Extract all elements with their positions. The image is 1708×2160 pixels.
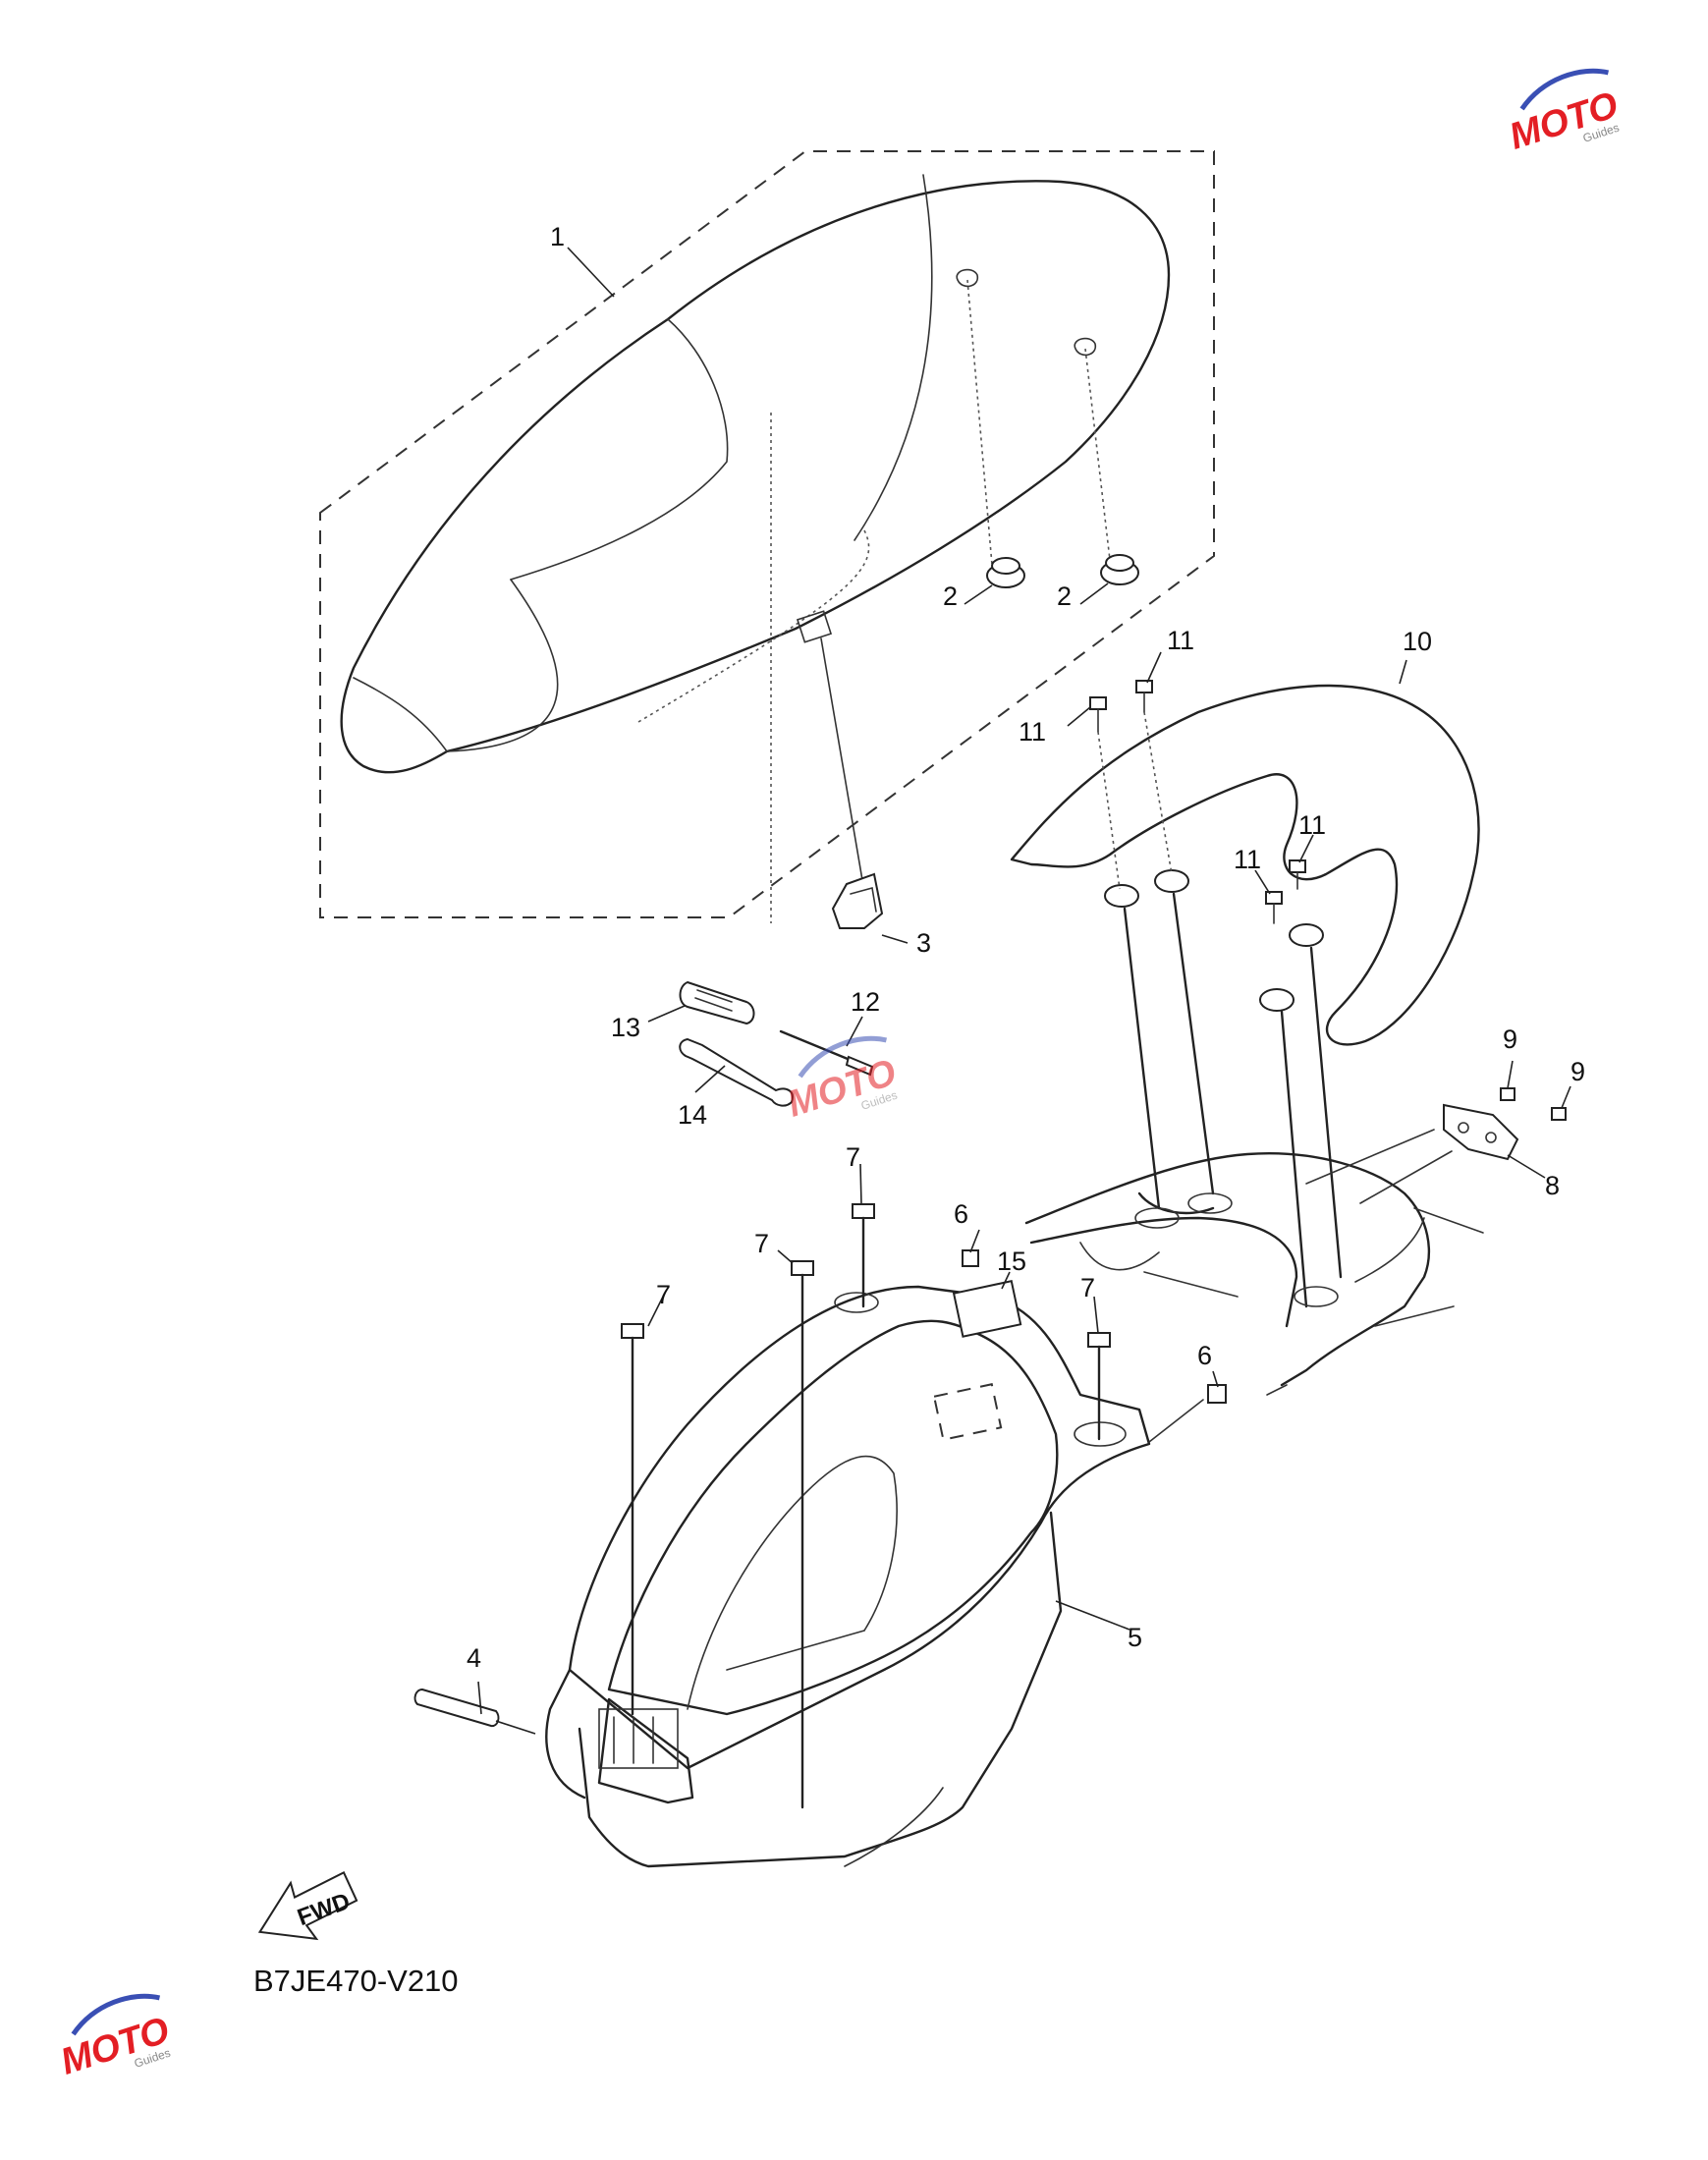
svg-text:MOTO: MOTO xyxy=(1505,84,1624,158)
callout-11-b: 11 xyxy=(1167,626,1194,655)
svg-text:MOTO: MOTO xyxy=(56,2010,175,2083)
callout-11-c: 11 xyxy=(1234,845,1261,874)
diagram-code: B7JE470-V210 xyxy=(253,1964,459,1998)
callout-14: 14 xyxy=(678,1100,707,1130)
seat-hinge xyxy=(1305,1087,1567,1204)
callout-labels: 1 2 2 3 4 5 6 6 7 7 7 7 8 9 9 10 11 11 1… xyxy=(467,222,1585,1673)
callout-11-d: 11 xyxy=(1298,810,1326,840)
callout-3: 3 xyxy=(916,928,931,958)
callout-1: 1 xyxy=(550,222,565,251)
callout-15: 15 xyxy=(997,1246,1026,1276)
callout-6-lower: 6 xyxy=(1197,1341,1212,1370)
bolt-set-11 xyxy=(1089,680,1343,1308)
callout-10: 10 xyxy=(1403,627,1432,656)
seat-lock-bracket xyxy=(820,637,884,929)
callout-12: 12 xyxy=(851,987,880,1017)
callout-7-mid: 7 xyxy=(754,1229,769,1258)
svg-text:MOTO: MOTO xyxy=(783,1052,902,1126)
fwd-arrow-icon: FWD xyxy=(257,1870,358,1941)
damper-right xyxy=(1100,554,1139,585)
callout-7-left: 7 xyxy=(656,1280,671,1309)
damper-left xyxy=(986,557,1025,588)
fasteners xyxy=(413,1203,1227,1809)
callout-7-top: 7 xyxy=(846,1142,860,1172)
callout-8: 8 xyxy=(1545,1171,1560,1200)
watermark-logo-top: MOTO Guides xyxy=(1505,68,1624,158)
callout-13: 13 xyxy=(611,1013,640,1042)
storage-box xyxy=(545,1280,1151,1868)
callout-9-right: 9 xyxy=(1570,1057,1585,1086)
leader-lines xyxy=(477,247,1571,1715)
callout-6-upper: 6 xyxy=(954,1199,968,1229)
callout-4: 4 xyxy=(467,1643,481,1673)
callout-2-right: 2 xyxy=(1057,582,1072,611)
rear-frame xyxy=(1024,1152,1484,1396)
callout-5: 5 xyxy=(1128,1623,1142,1652)
tool-kit xyxy=(679,980,874,1107)
grab-bar xyxy=(1010,684,1480,1046)
callout-7-right: 7 xyxy=(1080,1273,1095,1302)
watermark-logo-middle: MOTO Guides xyxy=(783,1035,902,1126)
callout-11-a: 11 xyxy=(1019,717,1046,747)
callout-9-left: 9 xyxy=(1503,1025,1517,1054)
seat-assembly xyxy=(319,150,1215,923)
callout-2-left: 2 xyxy=(943,582,958,611)
watermark-logo-bottom: MOTO Guides xyxy=(56,1993,175,2083)
